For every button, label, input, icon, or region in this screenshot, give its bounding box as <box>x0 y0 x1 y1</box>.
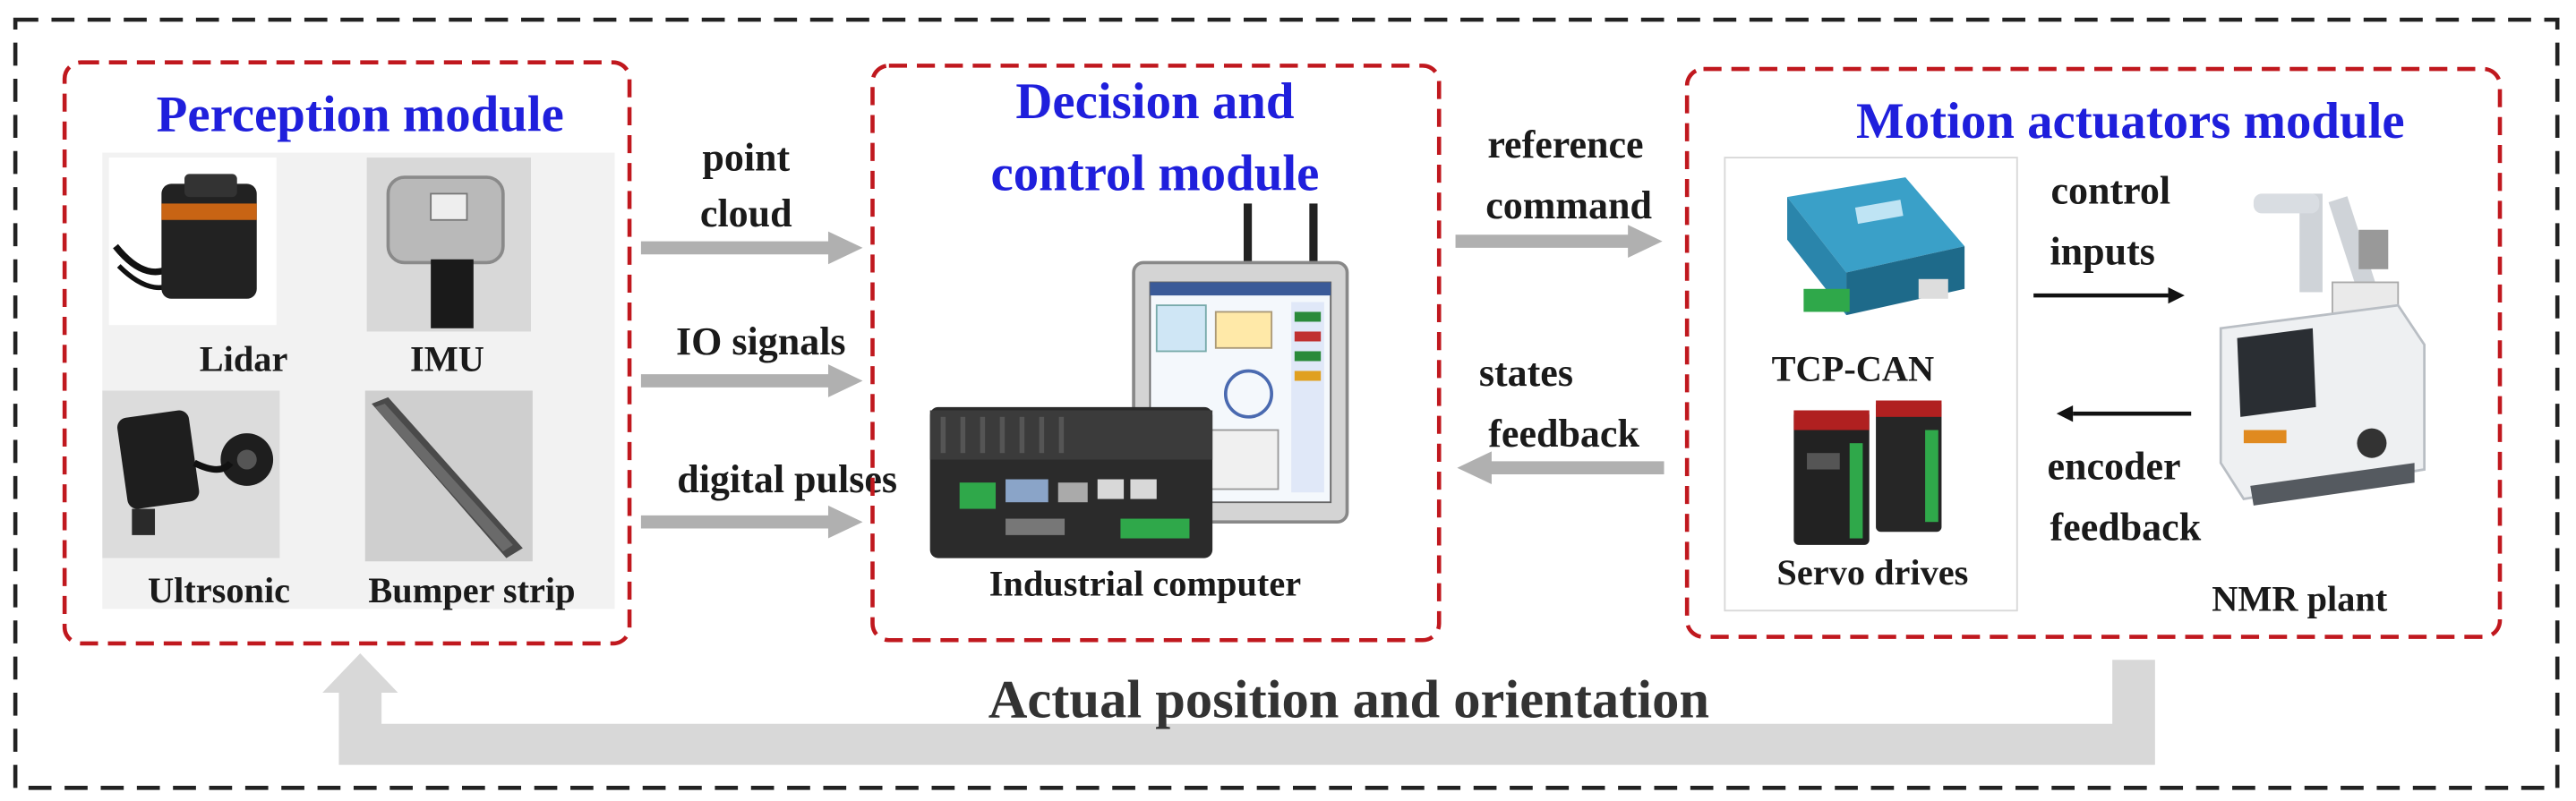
imu-image <box>366 158 532 332</box>
ultrasonic-label: Ultrsonic <box>148 570 290 610</box>
actual-pose-feedback-arrow <box>322 652 2155 765</box>
io-signals-arrow <box>640 364 863 397</box>
servo-drives-image <box>1793 400 1942 545</box>
io-signals-label: IO signals <box>676 320 846 363</box>
decision-module-title-line2: control module <box>991 146 1320 202</box>
servo-drives-label: Servo drives <box>1776 552 1968 592</box>
imu-label: IMU <box>410 338 484 379</box>
control-inputs-arrowhead <box>2168 286 2185 304</box>
encoder-feedback-label-line2: feedback <box>2050 505 2202 549</box>
reference-command-arrow <box>1455 225 1663 258</box>
control-inputs-label-line1: control <box>2051 168 2171 212</box>
ultrasonic-image <box>102 390 280 558</box>
encoder-feedback-arrowhead <box>2056 405 2074 422</box>
decision-module-border <box>870 64 1442 643</box>
perception-module-border <box>62 60 632 646</box>
actuators-module-title: Motion actuators module <box>1856 93 2405 149</box>
digital-pulses-label: digital pulses <box>677 457 897 501</box>
point-cloud-label-line2: cloud <box>700 192 792 235</box>
bumper-strip-label: Bumper strip <box>368 570 575 610</box>
states-feedback-arrow <box>1457 451 1665 485</box>
perception-to-decision-links: point cloud IO signals digital pulses <box>640 136 897 539</box>
bumper-strip-image <box>364 390 533 562</box>
reference-command-label-line1: reference <box>1487 123 1643 166</box>
point-cloud-label-line1: point <box>702 136 790 180</box>
reference-command-label-line2: command <box>1485 183 1652 227</box>
global-feedback-loop: Actual position and orientation <box>322 652 2155 765</box>
encoder-feedback-label-line1: encoder <box>2047 445 2180 489</box>
lidar-image <box>108 158 277 326</box>
perception-module-title: Perception module <box>157 87 564 143</box>
motion-actuators-module: Motion actuators module TCP-CAN Servo dr… <box>1684 66 2503 639</box>
decision-module-title-line1: Decision and <box>1015 73 1294 130</box>
decision-module: Decision and control module <box>870 64 1442 643</box>
tcp-can-image <box>1787 177 1965 316</box>
tcp-can-label: TCP-CAN <box>1772 348 1934 388</box>
nmr-plant-image <box>2219 193 2426 506</box>
industrial-computer-image <box>929 203 1349 558</box>
perception-module: Perception module Lidar IMU <box>62 60 632 646</box>
outer-frame <box>13 17 2560 790</box>
states-feedback-label-line2: feedback <box>1488 412 1639 456</box>
decision-actuator-links: reference command states feedback <box>1455 123 1665 485</box>
digital-pulses-arrow <box>640 505 863 539</box>
industrial-computer-label: Industrial computer <box>989 564 1302 604</box>
nmr-plant-label: NMR plant <box>2212 578 2388 618</box>
actual-position-orientation-label: Actual position and orientation <box>988 669 1709 729</box>
point-cloud-arrow <box>640 231 863 265</box>
control-inputs-label-line2: inputs <box>2050 229 2154 273</box>
actuators-module-border <box>1684 66 2503 639</box>
states-feedback-label-line1: states <box>1479 351 1573 395</box>
lidar-label: Lidar <box>200 338 288 379</box>
